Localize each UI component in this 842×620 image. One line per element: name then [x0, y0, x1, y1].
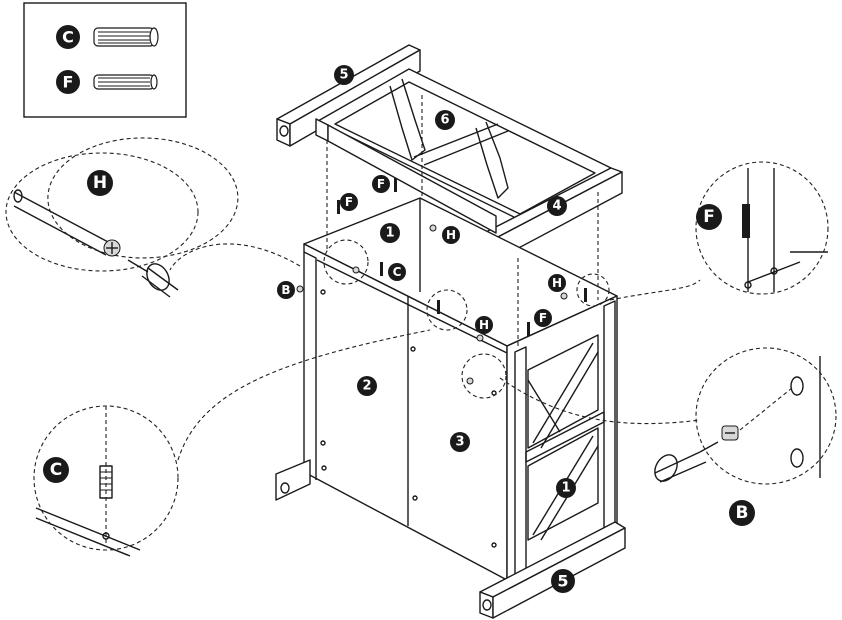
detail-dowel-f: [609, 161, 829, 301]
badge-c-center: C: [388, 263, 406, 281]
svg-text:1: 1: [561, 481, 570, 496]
svg-text:C: C: [50, 460, 62, 480]
badge-f-top: F: [372, 175, 390, 193]
badge-part-1-inner: 1: [380, 223, 400, 243]
alignment-lines: [326, 95, 599, 348]
svg-text:H: H: [446, 228, 456, 242]
screwdriver-icon: [654, 441, 719, 483]
badge-b-left: B: [277, 281, 295, 299]
badge-part-3: 3: [450, 432, 470, 452]
hardware-badges: H F C B F F H C: [43, 170, 755, 526]
badge-h-detail: H: [87, 170, 113, 196]
top-frame: [276, 44, 623, 261]
svg-text:F: F: [63, 73, 74, 92]
svg-text:H: H: [479, 318, 489, 332]
badge-h-center: H: [442, 226, 460, 244]
svg-text:1: 1: [385, 226, 394, 241]
badge-part-6: 6: [435, 110, 455, 130]
detail-cam-lock-h: [5, 137, 301, 298]
badge-f-detail: F: [696, 204, 722, 230]
svg-text:F: F: [377, 177, 385, 191]
detail-marker-f: [426, 289, 468, 331]
hardware-pieces: [296, 178, 587, 385]
svg-text:4: 4: [552, 199, 561, 214]
badge-part-5-top: 5: [334, 65, 354, 85]
svg-text:F: F: [345, 195, 353, 209]
badge-part-5-bottom: 5: [551, 569, 575, 593]
detail-cam-bolt-b: [499, 347, 837, 485]
legend-item-c: C: [56, 25, 159, 49]
badge-h-front: H: [475, 316, 493, 334]
svg-text:C: C: [393, 265, 402, 279]
badge-c-detail: C: [43, 457, 69, 483]
svg-text:H: H: [93, 173, 107, 193]
screwdriver-icon: [127, 259, 179, 298]
badge-part-1-side: 1: [556, 478, 576, 498]
detail-marker-b: [461, 353, 507, 399]
detail-dowel-c: [33, 329, 431, 557]
hardware-legend: C F: [23, 2, 187, 118]
detail-marker-h-left: [323, 239, 369, 285]
svg-text:H: H: [552, 276, 562, 290]
svg-text:6: 6: [440, 113, 449, 128]
detail-marker-h-right: [576, 273, 610, 307]
svg-text:B: B: [736, 503, 749, 523]
svg-text:5: 5: [557, 572, 568, 591]
svg-text:C: C: [62, 28, 74, 47]
cabinet-body: [275, 197, 626, 619]
badge-h-right: H: [548, 274, 566, 292]
svg-text:F: F: [703, 207, 715, 227]
badge-f-right: F: [534, 309, 552, 327]
svg-text:2: 2: [362, 379, 371, 394]
wooden-dowel-icon: [93, 27, 159, 47]
cam-lock-icon: [103, 239, 121, 257]
part-badges: 5 6 4 1 2 3 1 5: [334, 65, 576, 593]
svg-text:3: 3: [455, 435, 464, 450]
svg-text:B: B: [281, 283, 290, 297]
cam-bolt-icon: [721, 425, 739, 441]
badge-b-detail: B: [729, 500, 755, 526]
svg-text:5: 5: [339, 68, 348, 83]
badge-part-4: 4: [547, 196, 567, 216]
svg-text:F: F: [539, 311, 547, 325]
legend-item-f: F: [56, 70, 158, 94]
badge-f-left: F: [340, 193, 358, 211]
short-dowel-icon: [93, 74, 158, 90]
badge-part-2: 2: [357, 376, 377, 396]
